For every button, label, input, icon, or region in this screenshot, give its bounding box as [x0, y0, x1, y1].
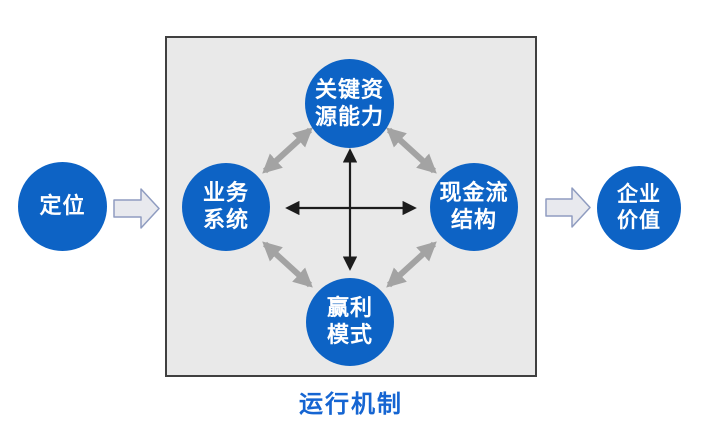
node-enterprise-value: 企业 价值 — [597, 166, 681, 250]
node-label-line: 结构 — [450, 207, 497, 232]
node-label-line: 模式 — [326, 322, 373, 347]
node-label-line: 现金流 — [439, 180, 509, 206]
node-label-line: 系统 — [202, 207, 249, 232]
diamond-double-arrows — [262, 127, 437, 288]
node-business-system: 业务 系统 — [182, 163, 270, 251]
node-label-line: 源能力 — [314, 103, 384, 129]
node-key-resources: 关键资 源能力 — [305, 59, 394, 148]
node-cash-flow-structure: 现金流 结构 — [430, 163, 518, 251]
arrow-keyresources-cashflow — [386, 127, 437, 174]
flow-block-arrow-left — [113, 188, 160, 229]
node-label-line: 企业 — [617, 183, 661, 207]
node-label-line: 赢利 — [326, 295, 373, 321]
arrow-business-keyresources — [262, 127, 313, 174]
node-profit-model: 赢利 模式 — [306, 278, 394, 366]
flow-block-arrow-right — [545, 187, 591, 228]
node-label-line: 定位 — [39, 193, 86, 219]
node-label-line: 业务 — [202, 180, 249, 206]
mechanism-caption: 运行机制 — [299, 391, 403, 418]
node-label-line: 价值 — [617, 209, 661, 232]
node-label-line: 关键资 — [314, 76, 384, 102]
node-positioning: 定位 — [18, 162, 107, 251]
arrow-business-profit — [262, 241, 313, 288]
arrow-cashflow-profit — [386, 241, 437, 288]
